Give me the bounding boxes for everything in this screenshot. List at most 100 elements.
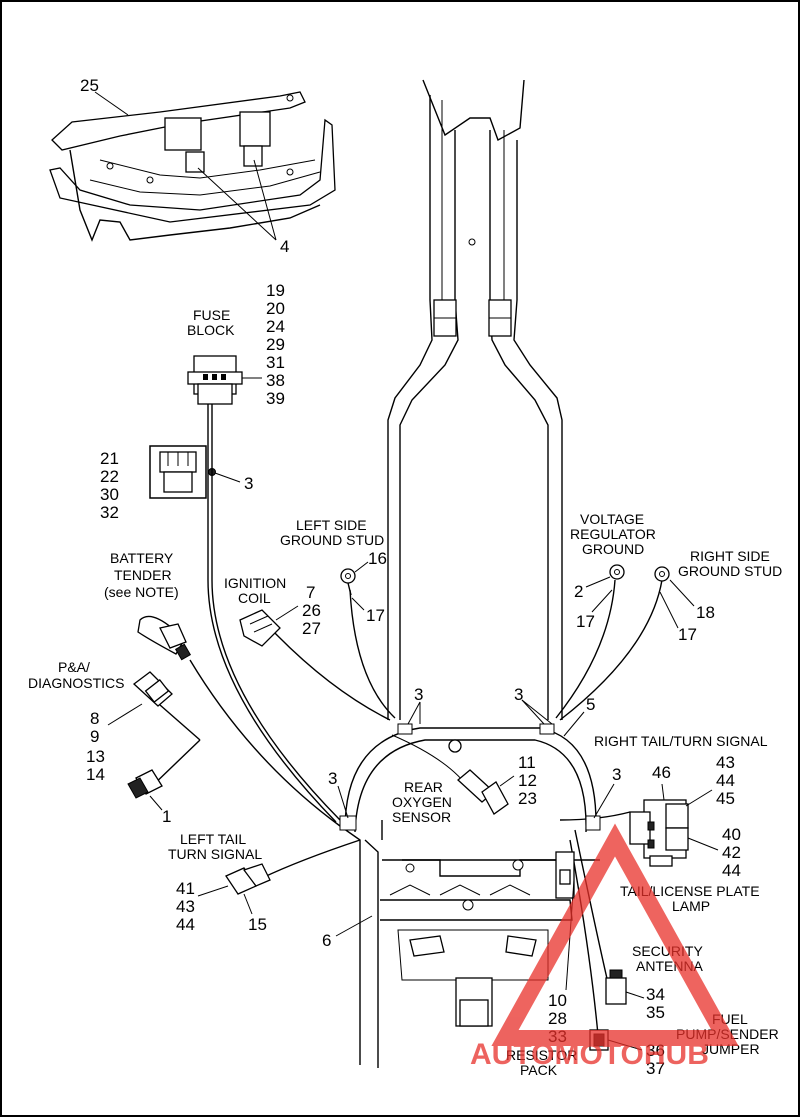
relay [149, 445, 207, 499]
callout-5: 5 [586, 695, 595, 714]
ref-45: 45 [716, 789, 735, 808]
ignition-coil-label-1: IGNITION [224, 575, 286, 591]
right-tail-refs: 43 44 45 [716, 753, 735, 808]
right-ground-stud [654, 566, 670, 582]
left-tail-label-2: TURN SIGNAL [168, 846, 262, 862]
callout-1: 1 [162, 807, 171, 826]
coil-refs: 7 26 27 [302, 583, 321, 638]
ref-41: 41 [176, 879, 195, 898]
callout-6: 6 [322, 931, 331, 950]
ref-8: 8 [90, 709, 99, 728]
voltage-reg-label-2: REGULATOR [570, 526, 656, 542]
ref-44c: 44 [176, 915, 195, 934]
left-ground-label-2: GROUND STUD [280, 532, 384, 548]
right-tail-refs-2: 40 42 44 [722, 825, 741, 880]
callout-3-a: 3 [414, 685, 423, 704]
fuse-block [187, 355, 262, 405]
fuse-block-label-1: FUSE [193, 307, 230, 323]
ref-38: 38 [266, 371, 285, 390]
tail-license-label-2: LAMP [672, 898, 710, 914]
callout-46: 46 [652, 763, 671, 782]
ref-27: 27 [302, 619, 321, 638]
right-tail-label: RIGHT TAIL/TURN SIGNAL [594, 733, 768, 749]
ref-22: 22 [100, 467, 119, 486]
ref-42: 42 [722, 843, 741, 862]
resistor-pack-label-2: PACK [520, 1062, 558, 1078]
callout-17-mid: 17 [576, 612, 595, 631]
ref-30: 30 [100, 485, 119, 504]
ref-43b: 43 [176, 897, 195, 916]
ref-32: 32 [100, 503, 119, 522]
rear-o2-label-2: OXYGEN [392, 794, 452, 810]
o2-refs: 11 12 23 [518, 753, 537, 808]
battery-tender-connector [137, 615, 192, 661]
ref-12: 12 [518, 771, 537, 790]
voltage-reg-label-1: VOLTAGE [580, 511, 644, 527]
ref-43: 43 [716, 753, 735, 772]
right-ground-label-1: RIGHT SIDE [690, 548, 770, 564]
ref-11: 11 [518, 753, 536, 772]
rear-o2-label-3: SENSOR [392, 809, 451, 825]
callout-3-top: 3 [244, 474, 253, 493]
ref-34: 34 [646, 985, 665, 1004]
harness-wires [147, 404, 663, 1036]
battery-tender-label-3: (see NOTE) [104, 584, 179, 600]
ref-37: 37 [646, 1059, 665, 1078]
frame-rails [387, 79, 563, 720]
ref-9: 9 [90, 727, 99, 746]
ref-44: 44 [716, 771, 735, 790]
ref-19: 19 [266, 281, 285, 300]
left-ground-label-1: LEFT SIDE [296, 517, 367, 533]
battery-tender-label-2: TENDER [114, 567, 172, 583]
diagnostics-cap [127, 769, 163, 799]
ignition-coil-label-2: COIL [238, 590, 271, 606]
callout-16: 16 [368, 549, 387, 568]
ref-44b: 44 [722, 861, 741, 880]
watermark-text: AUTOMOTOHUB [470, 1038, 709, 1071]
fuse-block-refs: 19 20 24 29 31 38 39 [266, 281, 285, 408]
automotohub-watermark: AUTOMOTOHUB [470, 823, 739, 1071]
callout-3-c: 3 [514, 685, 523, 704]
rear-oxygen-sensor-connector [457, 769, 509, 815]
ref-40: 40 [722, 825, 741, 844]
ref-24: 24 [266, 317, 285, 336]
voltage-reg-label-3: GROUND [582, 541, 644, 557]
ref-28: 28 [548, 1009, 567, 1028]
callout-2: 2 [574, 582, 583, 601]
pa-diag-label-2: DIAGNOSTICS [28, 675, 124, 691]
resistor-pack-label-1: RESISTOR [506, 1047, 577, 1063]
ref-29: 29 [266, 335, 285, 354]
callout-17-left: 17 [366, 606, 385, 625]
diagnostics-connector [132, 671, 173, 707]
ref-35: 35 [646, 1003, 665, 1022]
ref-7: 7 [306, 583, 315, 602]
ref-26: 26 [302, 601, 321, 620]
callout-17-right: 17 [678, 625, 697, 644]
rear-o2-label-1: REAR [404, 779, 443, 795]
ignition-coil-connector [239, 609, 281, 647]
fender-support-assembly [49, 91, 336, 242]
right-tail-turn-connector [629, 799, 689, 867]
ref-20: 20 [266, 299, 285, 318]
security-antenna-connector [605, 969, 627, 1005]
callout-4: 4 [280, 237, 289, 256]
ref-13: 13 [86, 747, 105, 766]
antenna-refs: 34 35 [646, 985, 665, 1022]
right-ground-label-2: GROUND STUD [678, 563, 782, 579]
pa-diag-label-1: P&A/ [58, 659, 90, 675]
ref-31: 31 [266, 353, 285, 372]
callout-18: 18 [696, 603, 715, 622]
ref-21: 21 [100, 449, 119, 468]
callout-15: 15 [248, 915, 267, 934]
ref-23: 23 [518, 789, 537, 808]
left-tail-refs: 41 43 44 [176, 879, 195, 934]
ref-39: 39 [266, 389, 285, 408]
left-ground-stud [340, 568, 356, 596]
diag-refs: 8 9 13 14 [86, 709, 105, 784]
ref-14: 14 [86, 765, 105, 784]
ref-10: 10 [548, 991, 567, 1010]
relay-refs: 21 22 30 32 [100, 449, 119, 522]
